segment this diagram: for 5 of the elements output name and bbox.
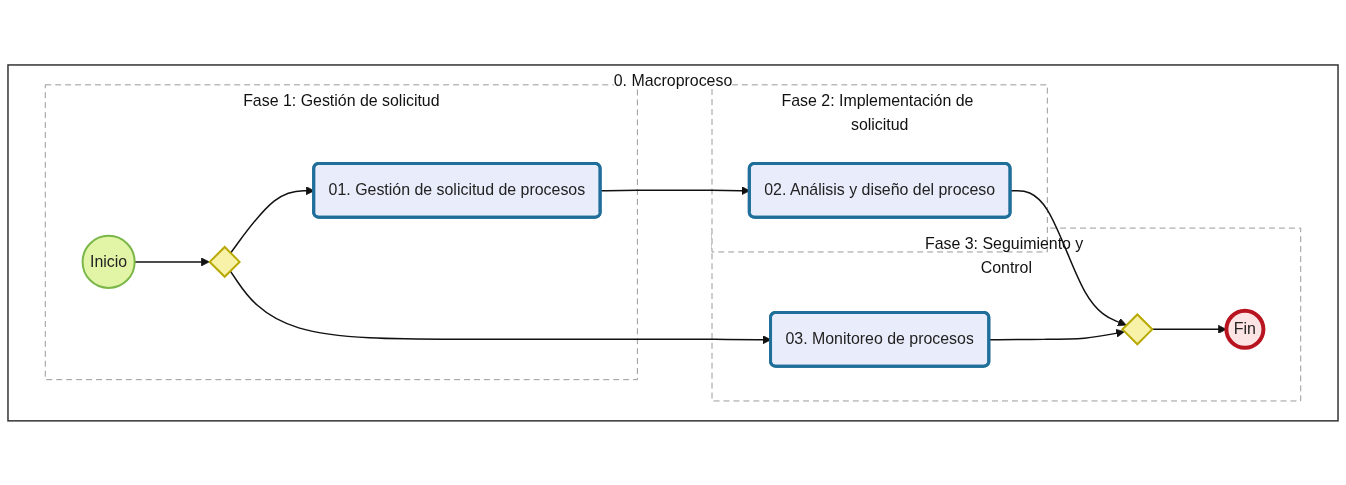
node-circle: Fin (1224, 308, 1266, 350)
node-circle: Inicio (81, 234, 136, 289)
node-diamond (1121, 312, 1154, 346)
arrow (988, 328, 1125, 341)
node-diamond (208, 245, 241, 278)
